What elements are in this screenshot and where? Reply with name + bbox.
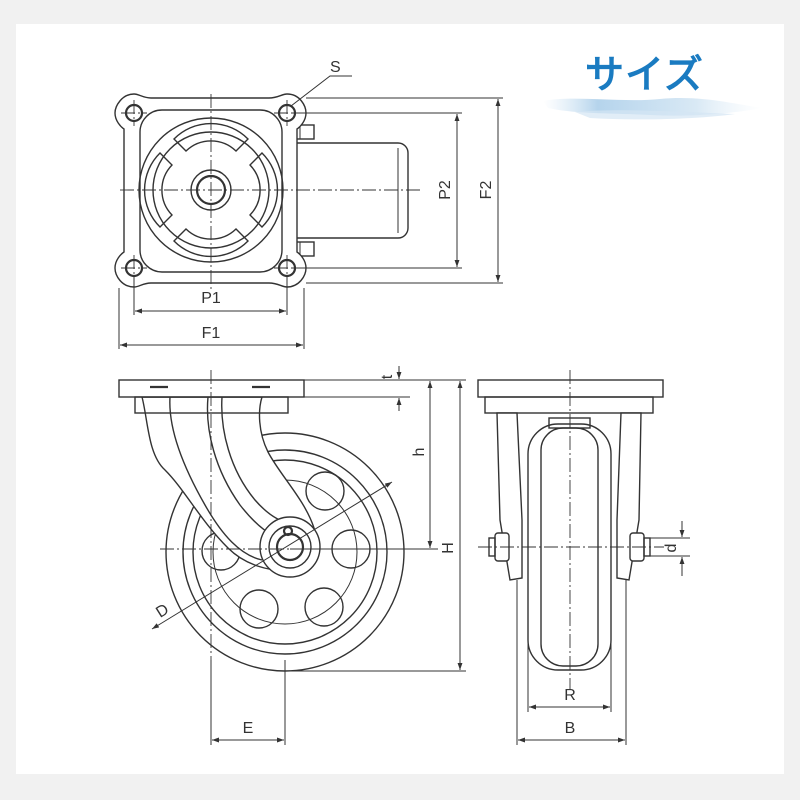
- label-p2: P2: [437, 180, 454, 200]
- front-view-dimensions: [516, 521, 690, 745]
- label-s: S: [330, 59, 341, 76]
- label-p1: P1: [201, 290, 221, 307]
- label-f2: F2: [478, 181, 495, 200]
- page-title: サイズ: [585, 53, 704, 98]
- label-h: h: [411, 448, 428, 457]
- label-big-h: H: [440, 542, 457, 554]
- front-view: [477, 370, 664, 690]
- label-t: t: [379, 374, 396, 379]
- top-view-dimensions: [118, 75, 503, 349]
- label-b: B: [565, 720, 576, 737]
- label-small-d: d: [663, 544, 680, 553]
- label-r: R: [564, 687, 576, 704]
- side-view: [118, 370, 415, 745]
- front-top-plate: [477, 379, 664, 398]
- top-view: [114, 93, 420, 292]
- label-f1: F1: [202, 325, 221, 342]
- title-brush-decoration: [543, 97, 762, 120]
- side-view-dimensions: [210, 366, 466, 745]
- side-top-plate: [118, 379, 305, 398]
- label-e: E: [243, 720, 254, 737]
- top-view-wheel: [286, 142, 409, 239]
